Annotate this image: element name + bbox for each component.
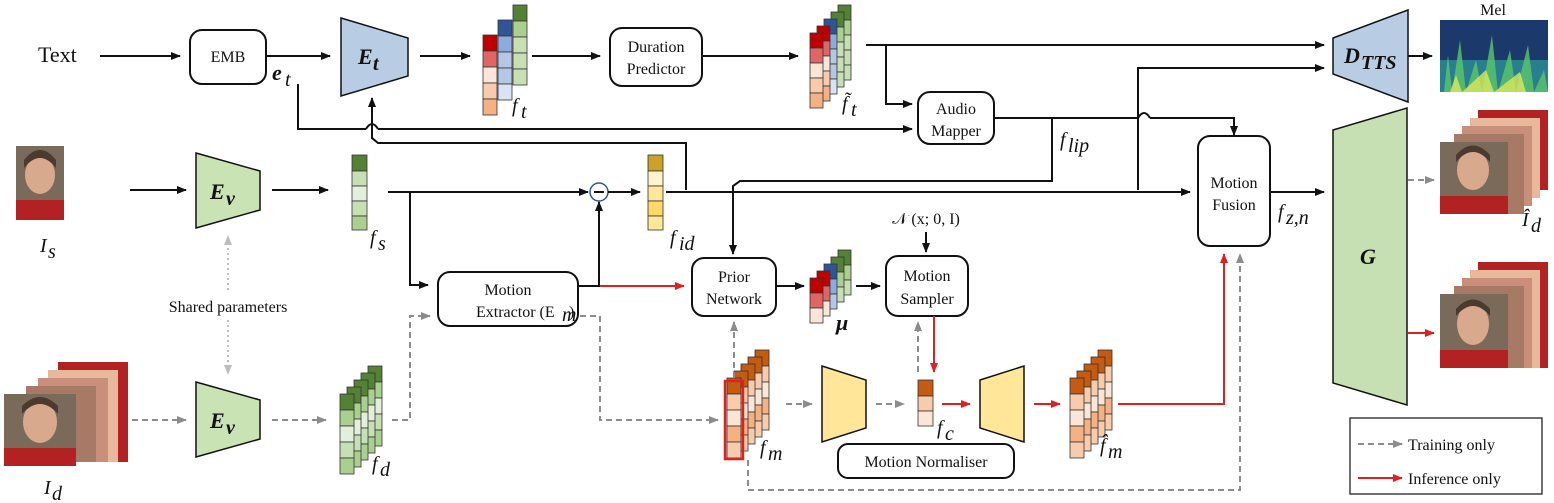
fc-subscript: c xyxy=(945,423,954,445)
is-subscript: s xyxy=(48,241,56,263)
motion-normaliser-label-box: Motion Normaliser xyxy=(837,443,1015,479)
fzn-label: f xyxy=(1278,201,1286,223)
source-face-image xyxy=(16,146,64,220)
ft-subscript: t xyxy=(521,101,527,123)
normal-distribution-label: 𝒩 (x; 0, I) xyxy=(892,211,960,228)
text-encoder-label: E xyxy=(357,44,373,69)
visual-encoder-source-label: E xyxy=(209,179,225,204)
fmhat-label: f̂ xyxy=(1100,433,1109,457)
visual-encoder-source-sub: v xyxy=(226,188,236,210)
fid-subscript: id xyxy=(679,233,696,255)
motion-feature-stack xyxy=(723,349,770,461)
tts-decoder-sub: TTS xyxy=(1361,52,1397,74)
driving-face-stack xyxy=(4,362,128,466)
fm-subscript: m xyxy=(768,443,782,465)
id-hat-label: Î xyxy=(1521,208,1530,231)
motion-extractor-block: Motion Extractor (E m ) xyxy=(437,271,579,327)
driving-feature-stack xyxy=(339,365,383,475)
fmhat-subscript: m xyxy=(1108,441,1122,463)
emb-block: EMB xyxy=(189,29,267,85)
motion-extractor-sub: m xyxy=(562,304,576,326)
visual-encoder-source: E v xyxy=(195,152,261,229)
text-encoder-sub: t xyxy=(373,53,380,75)
et-subscript: t xyxy=(285,69,291,91)
motion-normaliser-label: Motion Normaliser xyxy=(864,454,988,471)
ft-label: f xyxy=(512,95,520,117)
fid-label: f xyxy=(670,227,678,249)
et-label: e xyxy=(272,60,282,85)
duration-label-2: Predictor xyxy=(627,61,686,78)
motion-sampler-label-1: Motion xyxy=(903,268,950,285)
audio-mapper-label-2: Mapper xyxy=(931,123,981,140)
text-input-label: Text xyxy=(38,42,77,67)
emb-label: EMB xyxy=(211,49,246,66)
ftilde-label: f̃ xyxy=(842,91,852,115)
mel-label: Mel xyxy=(1480,2,1506,19)
identity-feature-vector xyxy=(647,154,664,231)
text-feature-stack xyxy=(482,4,528,116)
legend-training-label: Training only xyxy=(1408,437,1495,454)
fm-label: f xyxy=(760,437,768,459)
prior-network-label-2: Network xyxy=(706,291,762,308)
ftilde-subscript: t xyxy=(851,99,857,121)
motion-fusion-block: Motion Fusion xyxy=(1197,135,1271,247)
motion-sampler-block: Motion Sampler xyxy=(885,255,969,317)
fs-label: f xyxy=(370,227,378,249)
visual-encoder-driving-sub: v xyxy=(226,417,236,439)
motion-normaliser-decoder xyxy=(979,364,1025,444)
inference-face-stack xyxy=(1440,262,1548,368)
fzn-subscript: z,n xyxy=(1285,207,1309,229)
flip-label: f xyxy=(1060,129,1068,151)
prior-network-block: Prior Network xyxy=(691,257,777,317)
mu-label: μ xyxy=(835,310,848,335)
motion-fusion-label-1: Motion xyxy=(1210,175,1257,192)
duration-predictor-block: Duration Predictor xyxy=(609,27,703,87)
mu-feature-stack xyxy=(809,249,852,324)
legend: Training only Inference only xyxy=(1349,417,1543,495)
motion-normaliser-encoder xyxy=(821,364,867,444)
visual-encoder-driving: E v xyxy=(195,381,261,458)
prior-network-label-1: Prior xyxy=(718,269,751,286)
visual-encoder-driving-label: E xyxy=(209,408,225,433)
motion-extractor-label-2: Extractor (E xyxy=(476,304,555,321)
is-label: I xyxy=(39,235,48,257)
legend-inference-label: Inference only xyxy=(1408,471,1501,488)
predicted-face-stack xyxy=(1440,110,1548,214)
source-feature-vector xyxy=(351,154,368,231)
audio-mapper-block: Audio Mapper xyxy=(917,91,995,145)
text-encoder-block: E t xyxy=(340,16,409,98)
motion-extractor-label-1: Motion xyxy=(484,282,531,299)
fs-subscript: s xyxy=(378,233,386,255)
id-subscript: d xyxy=(52,483,63,503)
fd-subscript: d xyxy=(380,459,391,481)
subtraction-operator xyxy=(589,182,609,202)
reconstructed-motion-stack xyxy=(1069,349,1113,459)
mel-spectrogram-image xyxy=(1440,20,1548,92)
motion-sampler-label-2: Sampler xyxy=(900,291,954,308)
fc-label: f xyxy=(937,417,945,439)
duration-label-1: Duration xyxy=(628,39,685,56)
generator-block: G xyxy=(1332,106,1408,407)
tts-decoder-block: D TTS xyxy=(1332,8,1409,104)
tts-decoder-label: D xyxy=(1343,43,1360,68)
fd-label: f xyxy=(372,453,380,475)
expanded-text-feature-stack xyxy=(809,4,852,109)
motion-extractor-close: ) xyxy=(569,304,574,321)
audio-mapper-label-1: Audio xyxy=(936,101,976,118)
motion-fusion-label-2: Fusion xyxy=(1212,197,1256,214)
id-label: I xyxy=(43,477,52,499)
flip-subscript: lip xyxy=(1068,135,1089,157)
id-hat-subscript: d xyxy=(1531,215,1542,237)
compact-motion-vector xyxy=(917,379,934,427)
generator-label: G xyxy=(1360,244,1376,269)
shared-parameters-label: Shared parameters xyxy=(169,299,288,316)
